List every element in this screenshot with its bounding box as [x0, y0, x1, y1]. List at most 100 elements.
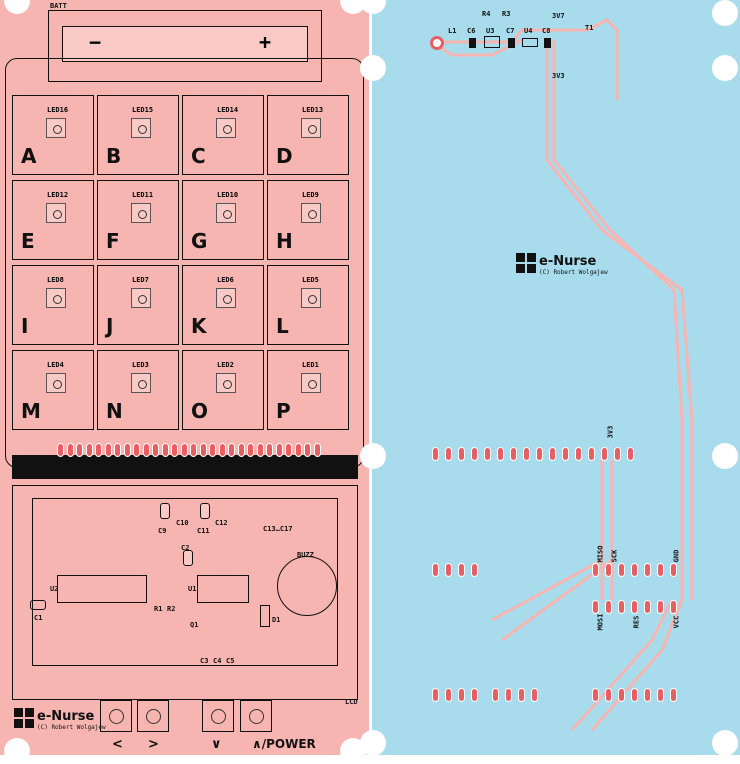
header-pin-pad	[575, 447, 582, 461]
u1-label: U1	[188, 585, 197, 593]
cell-letter: N	[106, 399, 123, 423]
header-pin-pad	[618, 688, 625, 702]
header-pin-pad	[562, 447, 569, 461]
header-pin-pad	[592, 600, 599, 614]
led-icon	[216, 203, 236, 223]
header-pin-pad	[445, 447, 452, 461]
header-pin-pad	[505, 688, 512, 702]
header-pin-pad	[432, 688, 439, 702]
cell-letter: A	[21, 144, 37, 168]
cell-letter: K	[191, 314, 207, 338]
lcd-inner-outline	[32, 498, 338, 666]
r2-label: R2	[167, 605, 176, 613]
header-pin-pad	[618, 563, 625, 577]
led-label: LED10	[217, 191, 239, 199]
3v3-label: 3V3	[552, 72, 565, 80]
header-pin-pad	[458, 688, 465, 702]
header-pin-pad	[471, 563, 478, 577]
pad-l1	[430, 36, 444, 50]
lcd-pin-pad	[266, 443, 273, 457]
cell-letter: D	[276, 144, 293, 168]
u4-label: U4	[524, 27, 533, 35]
3v7-label: 3V7	[552, 12, 565, 20]
led-label: LED14	[217, 106, 239, 114]
header-pin-pad	[523, 447, 530, 461]
c4-label: C4	[213, 657, 222, 665]
cell-letter: M	[21, 399, 41, 423]
lcd-outline	[12, 485, 358, 700]
header-pin-pad	[670, 688, 677, 702]
c10-label: C10	[176, 519, 189, 527]
lcd-pin-pad	[256, 443, 264, 457]
led-label: LED5	[302, 276, 319, 284]
header-pin-pad	[644, 563, 651, 577]
mount-hole	[4, 738, 30, 764]
lcd-label: LCD	[345, 698, 358, 706]
mount-hole	[712, 443, 738, 469]
led-icon	[216, 118, 236, 138]
cell-letter: F	[106, 229, 120, 253]
mosi-label: MOSI	[596, 613, 605, 631]
button-up-power-label: ∧/POWER	[252, 737, 316, 751]
r1-label: R1	[154, 605, 163, 613]
lcd-pin-pad	[313, 443, 321, 457]
batt-label: BATT	[50, 2, 67, 10]
cell-letter: H	[276, 229, 293, 253]
c13-17-label: C13…C17	[263, 525, 293, 533]
e-nurse-logo-right: e-Nurse(C) Robert Wolgajew	[516, 250, 608, 276]
header-pin-pad	[484, 447, 491, 461]
lcd-pin-pad	[161, 443, 169, 457]
led-icon	[131, 373, 151, 393]
header-pin-pad	[605, 563, 612, 577]
cell-letter: I	[21, 314, 29, 338]
led-icon	[46, 203, 66, 223]
vcc-label: VCC	[672, 615, 681, 629]
copper-traces	[431, 18, 694, 731]
led-icon	[301, 118, 321, 138]
button-down[interactable]	[202, 700, 234, 732]
c7-label: C7	[506, 27, 515, 35]
logo-icon	[516, 253, 536, 273]
led-icon	[131, 118, 151, 138]
button-left[interactable]	[100, 700, 132, 732]
battery-holder	[48, 10, 322, 82]
smd-c7	[508, 38, 515, 48]
led-icon	[301, 373, 321, 393]
button-right[interactable]	[137, 700, 169, 732]
led-icon	[46, 373, 66, 393]
logo-title: e-Nurse	[539, 254, 597, 269]
ic-u3	[484, 36, 500, 48]
mount-hole	[4, 0, 30, 14]
diode-d1	[260, 605, 270, 627]
header-pin-pad	[618, 600, 625, 614]
c8-label: C8	[542, 27, 551, 35]
cell-letter: B	[106, 144, 122, 168]
led-label: LED11	[132, 191, 154, 199]
led-icon	[301, 288, 321, 308]
header-pin-pad	[657, 600, 664, 614]
led-icon	[46, 288, 66, 308]
d1-label: D1	[272, 616, 281, 624]
logo-subtitle: (C) Robert Wolgajew	[539, 269, 608, 276]
cell-letter: J	[106, 314, 114, 338]
battery-plus: +	[259, 30, 272, 54]
header-pin-pad	[614, 447, 621, 461]
led-label: LED16	[47, 106, 69, 114]
buzzer	[277, 556, 337, 616]
c11-label: C11	[197, 527, 210, 535]
header-pin-pad	[445, 563, 452, 577]
mount-hole	[360, 0, 386, 14]
button-up-power[interactable]	[240, 700, 272, 732]
header-pin-pad	[631, 688, 638, 702]
header-pin-pad	[497, 447, 504, 461]
header-pin-pad	[549, 447, 556, 461]
